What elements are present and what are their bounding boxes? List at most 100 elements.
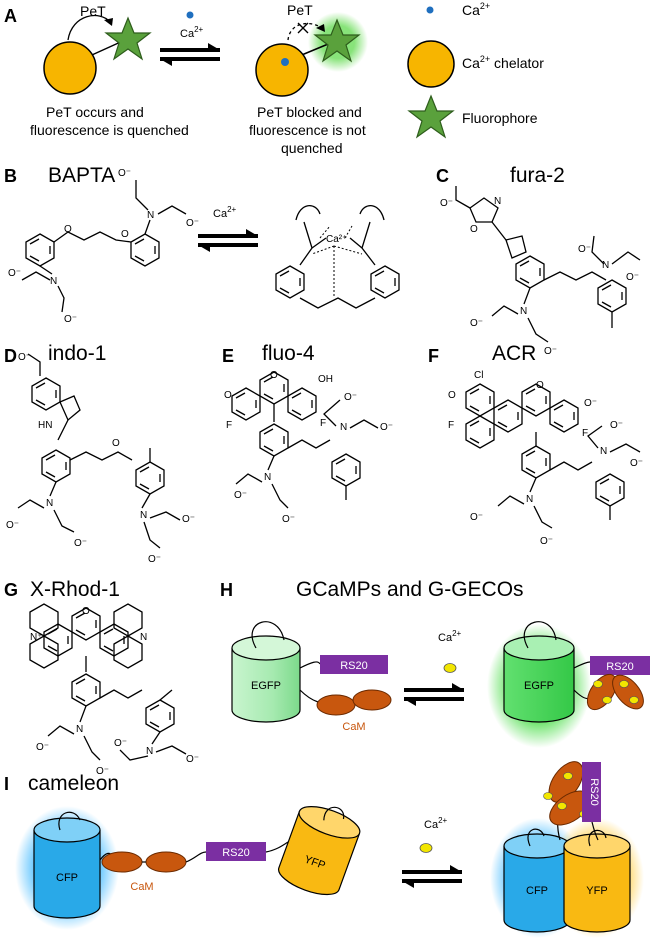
cfp-right-label: CFP [526, 885, 548, 897]
fluo4-title: fluo-4 [262, 342, 315, 365]
panel-f: F ACR Cl O F O O⁻ F N O⁻ O⁻ N O⁻ [428, 342, 643, 547]
pet-blocked-label: PeT [287, 2, 313, 18]
fura2-title: fura-2 [510, 164, 565, 187]
panel-b: B BAPTA O O N O⁻ O⁻ N O⁻ O⁻ Ca2+ Ca²⁺ [4, 164, 400, 325]
egfp-left-label: EGFP [251, 680, 281, 692]
cam-lobe-1 [316, 694, 356, 716]
panel-h: H GCaMPs and G-GECOs EGFP RS20 CaM Ca2+ … [220, 578, 650, 748]
svg-text:O: O [121, 229, 129, 240]
panel-i: I cameleon CFP CaM RS20 YFP Ca2+ [4, 761, 644, 938]
svg-text:O⁻: O⁻ [470, 318, 483, 329]
svg-text:O⁻: O⁻ [440, 198, 453, 209]
svg-text:O: O [82, 606, 90, 617]
svg-text:O⁻: O⁻ [36, 742, 49, 753]
cameleon-bound: CFP YFP RS20 [490, 761, 644, 938]
svg-text:O⁻: O⁻ [470, 512, 483, 523]
svg-text:O⁻: O⁻ [6, 520, 19, 531]
yfp-left: YFP [277, 806, 361, 896]
svg-text:O⁻: O⁻ [344, 392, 357, 403]
cameleon-ca-label: Ca2+ [424, 816, 448, 831]
cameleon-ca-dot [419, 843, 433, 853]
svg-text:O⁻: O⁻ [74, 538, 87, 549]
svg-text:O⁻: O⁻ [114, 738, 127, 749]
cam-lobe-2 [352, 689, 392, 711]
svg-text:F: F [582, 428, 588, 439]
svg-text:O⁻: O⁻ [118, 168, 131, 179]
panel-label-h: H [220, 580, 233, 600]
panel-label-g: G [4, 580, 18, 600]
svg-text:O⁻: O⁻ [96, 766, 109, 777]
svg-text:O⁻: O⁻ [610, 420, 623, 431]
acr-structure: Cl O F O O⁻ F N O⁻ O⁻ N O⁻ O⁻ [448, 370, 643, 547]
panel-label-d: D [4, 346, 17, 366]
svg-text:O⁻: O⁻ [282, 514, 295, 525]
svg-text:N: N [140, 510, 147, 521]
panel-e: E fluo-4 O F OH F O N O⁻ O⁻ N O⁻ O⁻ [222, 342, 393, 525]
svg-text:O: O [112, 438, 120, 449]
bapta-ca-label: Ca2+ [213, 205, 237, 220]
svg-text:O⁻: O⁻ [18, 352, 31, 363]
cameleon-title: cameleon [28, 772, 119, 795]
cfp-left: CFP [15, 806, 119, 930]
caption-right-1: PeT blocked and [257, 104, 362, 120]
cameleon-rs20-left [206, 842, 266, 861]
panel-label-a: A [4, 6, 17, 26]
svg-text:O⁻: O⁻ [578, 244, 591, 255]
panel-label-i: I [4, 774, 9, 794]
legend-ca-dot [426, 6, 434, 14]
panel-c: C fura-2 N O O⁻ N O⁻ O⁻ N O⁻ O⁻ [436, 164, 641, 357]
bapta-ca-complex: Ca²⁺ [275, 205, 400, 309]
caption-left-1: PeT occurs and [46, 104, 144, 120]
svg-text:O⁻: O⁻ [630, 458, 643, 469]
legend-fluorophore: Fluorophore [462, 110, 538, 126]
svg-text:O⁻: O⁻ [186, 218, 199, 229]
svg-text:OH: OH [318, 374, 333, 385]
quenched-state: PeT [43, 3, 151, 95]
rs20-right [590, 656, 650, 675]
svg-text:F: F [226, 420, 232, 431]
svg-text:O⁻: O⁻ [148, 554, 161, 565]
caption-right-3: quenched [281, 140, 343, 156]
svg-text:N: N [520, 306, 527, 317]
bapta-title: BAPTA [48, 164, 115, 187]
legend-chelator: Ca2+ chelator [462, 54, 544, 71]
svg-text:HN: HN [38, 420, 52, 431]
gcamp-ca-label: Ca2+ [438, 629, 462, 644]
svg-text:F: F [448, 420, 454, 431]
legend: Ca2+ Ca2+ chelator Fluorophore [407, 1, 544, 138]
cameleon-rs20-right [582, 762, 601, 822]
svg-text:RS20: RS20 [340, 660, 368, 672]
cameleon-cam-label: CaM [130, 881, 153, 893]
svg-text:O⁻: O⁻ [540, 536, 553, 547]
svg-text:F: F [320, 418, 326, 429]
cam-label: CaM [342, 721, 365, 733]
panel-a: A PeT Ca2+ PeT PeT occurs and flu [4, 1, 544, 156]
chelator-circle [43, 41, 97, 95]
svg-text:O⁻: O⁻ [182, 514, 195, 525]
legend-ca: Ca2+ [462, 1, 490, 18]
svg-text:O⁻: O⁻ [584, 398, 597, 409]
gcamp-title: GCaMPs and G-GECOs [296, 578, 524, 601]
svg-text:O⁻: O⁻ [64, 314, 77, 325]
fura2-structure: N O O⁻ N O⁻ O⁻ N O⁻ O⁻ [440, 186, 641, 357]
svg-text:N: N [602, 260, 609, 271]
svg-text:N: N [526, 494, 533, 505]
cameleon-cam-lobe-2 [145, 851, 187, 873]
acr-title: ACR [492, 342, 536, 365]
cameleon-cam-lobe-1 [101, 851, 143, 873]
gcamp-ca-dot [443, 663, 457, 673]
fluo4-structure: O F OH F O N O⁻ O⁻ N O⁻ O⁻ [224, 370, 393, 525]
svg-text:N: N [146, 746, 153, 757]
panel-label-f: F [428, 346, 439, 366]
svg-text:O⁻: O⁻ [8, 268, 21, 279]
panel-label-e: E [222, 346, 234, 366]
cfp-left-label: CFP [56, 872, 78, 884]
svg-text:O⁻: O⁻ [380, 422, 393, 433]
yfp-right-label: YFP [586, 885, 607, 897]
egfp-right: EGFP RS20 [487, 621, 650, 748]
svg-text:N: N [600, 446, 607, 457]
unquenched-state: PeT [255, 2, 368, 97]
svg-text:O: O [470, 224, 478, 235]
svg-text:N: N [147, 210, 154, 221]
svg-text:O: O [270, 370, 278, 381]
